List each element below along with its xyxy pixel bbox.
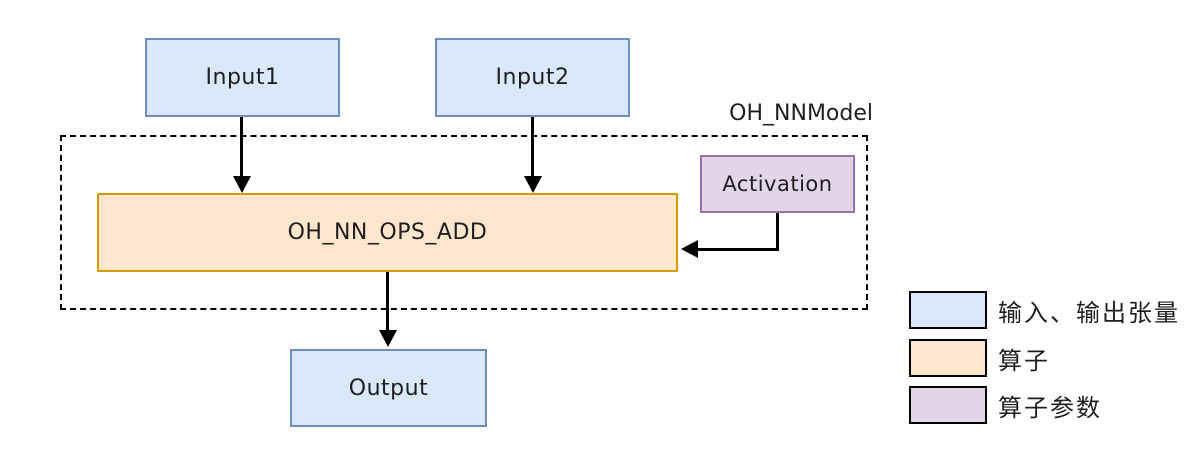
- node-operator-add-label: OH_NN_OPS_ADD: [287, 220, 488, 245]
- model-boundary-dashed-box: [60, 135, 868, 310]
- edge-activation-to-operator-hline: [697, 248, 779, 251]
- edge-operator-to-output-line: [386, 272, 389, 331]
- legend-label-param: 算子参数: [998, 393, 1102, 422]
- edge-input2-to-operator-line: [531, 117, 534, 177]
- node-operator-add: OH_NN_OPS_ADD: [97, 193, 678, 272]
- node-input2-label: Input2: [495, 65, 570, 90]
- edge-input1-to-operator-line: [240, 117, 243, 177]
- arrowhead-left-icon: [681, 240, 698, 258]
- arrowhead-down-icon: [233, 176, 251, 193]
- node-output-label: Output: [348, 375, 429, 401]
- legend-label-operator: 算子: [998, 346, 1050, 375]
- model-boundary-label: OH_NNModel: [729, 101, 873, 126]
- legend-item-tensor: 输入、输出张量: [909, 291, 1180, 329]
- legend-item-param: 算子参数: [909, 386, 1102, 424]
- legend-label-tensor: 输入、输出张量: [998, 298, 1180, 327]
- node-output: Output: [290, 349, 487, 427]
- legend-swatch-operator: [909, 339, 987, 377]
- arrowhead-down-icon: [524, 176, 542, 193]
- edge-activation-to-operator-vline: [776, 213, 779, 251]
- legend-item-operator: 算子: [909, 339, 1050, 377]
- node-input1-label: Input1: [205, 65, 280, 90]
- legend-swatch-tensor: [909, 291, 987, 329]
- node-activation-label: Activation: [722, 172, 833, 196]
- arrowhead-down-icon: [379, 330, 397, 347]
- node-activation: Activation: [700, 155, 855, 213]
- legend-swatch-param: [909, 386, 987, 424]
- node-input1: Input1: [145, 38, 340, 117]
- node-input2: Input2: [435, 38, 630, 117]
